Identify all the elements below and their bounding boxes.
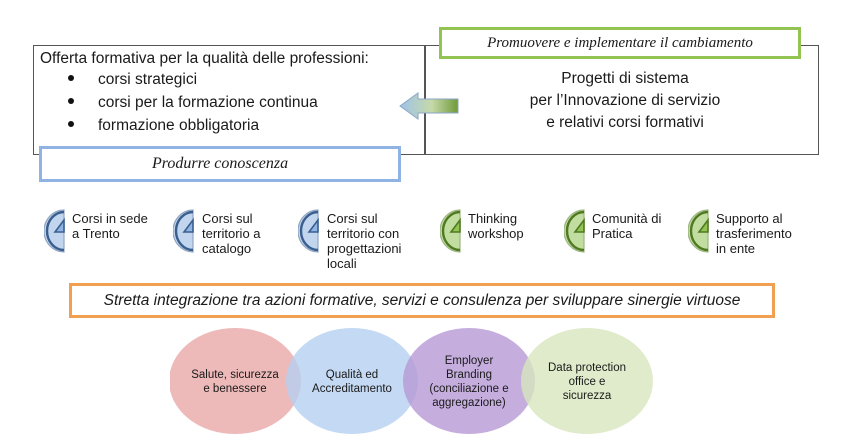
offer-title: Offerta formativa per la qualità delle p… [40, 50, 369, 67]
service-circle [521, 328, 653, 434]
service-circle [403, 328, 535, 434]
produce-label: Produrre conoscenza [39, 146, 401, 182]
left-arrow-icon [399, 92, 459, 120]
course-site-icon [44, 209, 65, 253]
course-catalog-icon [173, 209, 194, 253]
offer-bullet: formazione obbligatoria [68, 117, 259, 135]
projects-text: Progetti di sistema per l’Innovazione di… [529, 70, 721, 131]
offer-box [33, 45, 425, 155]
promote-label: Promuovere e implementare il cambiamento [439, 27, 801, 59]
projects-box [425, 45, 819, 155]
offer-bullet: corsi per la formazione continua [68, 94, 318, 112]
bullet-icon [68, 74, 74, 81]
service-circle [286, 328, 418, 434]
bullet-icon [68, 120, 74, 127]
community-icon [564, 209, 585, 253]
service-circle [170, 328, 301, 434]
support-transfer-icon [688, 209, 709, 253]
bullet-icon [68, 97, 74, 104]
integration-label: Stretta integrazione tra azioni formativ… [69, 283, 775, 318]
thinking-workshop-icon [440, 209, 461, 253]
course-local-icon [298, 209, 319, 253]
offer-bullet: corsi strategici [68, 71, 197, 89]
